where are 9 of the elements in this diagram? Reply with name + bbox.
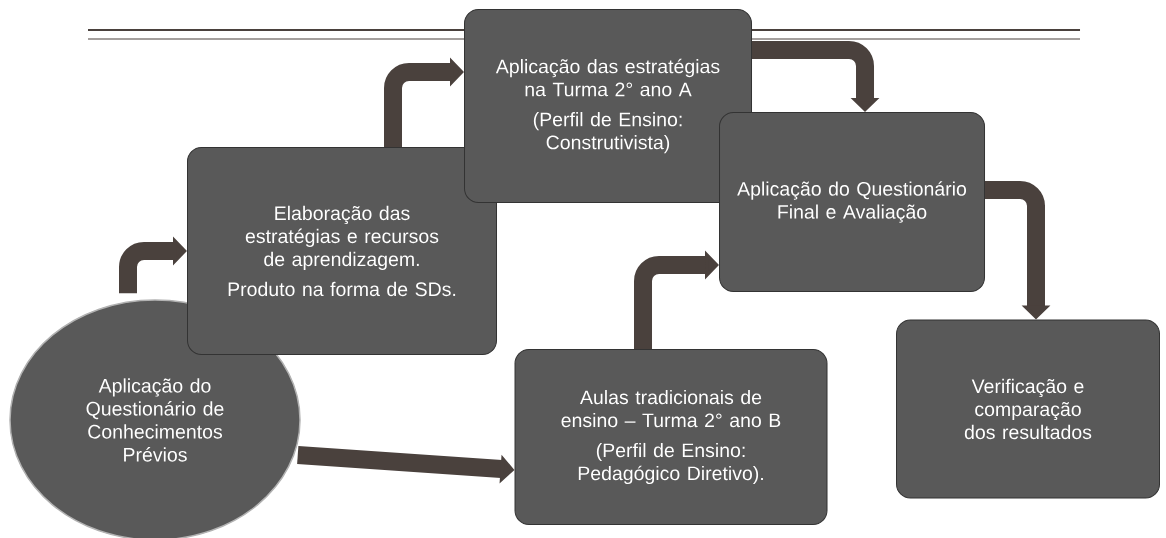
process-box: Verificação e comparação dos resultados [896, 319, 1160, 499]
ellipse-node: Aplicação do Questionário de Conhecimentos Prévios [9, 299, 301, 538]
bent-arrow [634, 250, 719, 349]
process-box: Elaboração das estratégias e recursos de aprendizagem. Produto na forma de SDs. [187, 147, 497, 355]
bent-arrow [752, 41, 880, 112]
process-box: Aulas tradicionais de ensino – Turma 2° ano B (Perfil de Ensino: Pedagógico Diretivo). [514, 349, 828, 525]
bent-arrow [384, 57, 464, 147]
bent-arrow [119, 236, 187, 294]
process-box: Aplicação do Questionário Final e Avaliação [719, 112, 985, 292]
